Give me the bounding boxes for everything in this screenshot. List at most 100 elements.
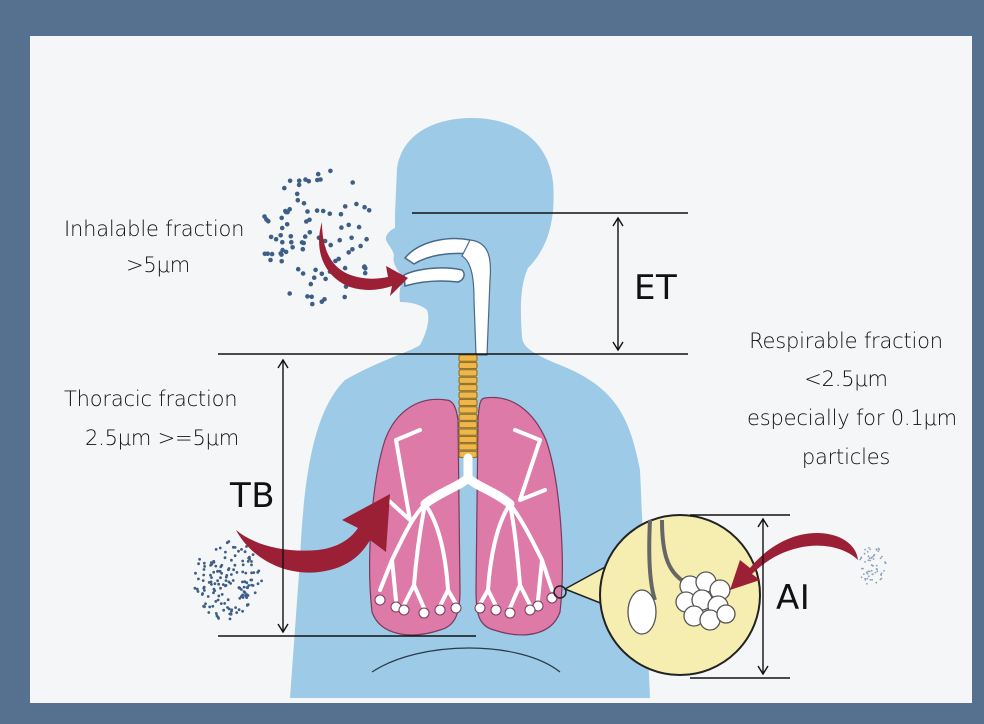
particle — [312, 275, 317, 280]
particle — [220, 572, 223, 575]
particle — [220, 602, 223, 605]
particle — [249, 579, 252, 582]
particle — [304, 219, 309, 224]
particle — [229, 582, 232, 585]
particle — [217, 599, 220, 602]
particle — [201, 593, 204, 596]
particle — [284, 250, 289, 255]
particle — [202, 579, 205, 582]
particle — [252, 584, 255, 587]
particle — [322, 297, 327, 302]
particle — [860, 557, 862, 559]
particle — [875, 572, 877, 574]
particle — [217, 617, 220, 620]
trachea-ring — [459, 385, 477, 391]
particle — [260, 580, 263, 583]
particle — [215, 612, 218, 615]
particle — [315, 178, 320, 183]
particle — [358, 244, 363, 249]
particle — [296, 198, 301, 203]
particle — [280, 240, 285, 245]
particle — [235, 611, 238, 614]
particle — [203, 589, 206, 592]
respirable-fraction-label: Respirable fraction — [749, 326, 943, 357]
particle — [226, 541, 229, 544]
particle — [203, 568, 206, 571]
particle — [873, 558, 875, 560]
particle — [229, 618, 232, 621]
particle — [219, 587, 222, 590]
particle — [301, 247, 306, 252]
particle — [242, 563, 245, 566]
particle — [876, 548, 878, 550]
region-tb-label: TB — [230, 476, 275, 516]
particle — [866, 583, 868, 585]
particle — [343, 266, 348, 271]
particle — [871, 570, 873, 572]
trachea-ring — [459, 422, 477, 428]
particle — [218, 570, 221, 573]
particle — [270, 252, 275, 257]
particle — [868, 547, 870, 549]
particle — [864, 561, 866, 563]
particle — [246, 586, 249, 589]
particle — [208, 606, 211, 609]
particle — [279, 252, 284, 257]
particle — [241, 581, 244, 584]
particle — [202, 574, 205, 577]
particle — [263, 252, 268, 257]
particle — [203, 565, 206, 568]
particle — [309, 282, 314, 287]
particle — [230, 573, 233, 576]
particle — [307, 179, 312, 184]
particle — [252, 571, 255, 574]
particle — [883, 570, 885, 572]
particle — [864, 553, 866, 555]
particle — [290, 245, 295, 250]
particle — [867, 573, 869, 575]
particle — [315, 208, 320, 213]
particle — [283, 209, 288, 214]
particle — [880, 579, 882, 581]
particle — [203, 562, 206, 565]
particle — [234, 554, 237, 557]
particle — [250, 560, 253, 563]
particle — [222, 609, 225, 612]
particle — [278, 233, 283, 238]
particle — [241, 610, 244, 613]
particle — [880, 574, 882, 576]
particle — [280, 226, 285, 231]
particle — [225, 579, 228, 582]
particle — [346, 250, 351, 255]
particle — [339, 212, 344, 217]
particle — [230, 559, 233, 562]
particle — [208, 581, 211, 584]
particle — [871, 579, 873, 581]
particle — [867, 551, 869, 553]
particle — [297, 178, 302, 183]
particle — [224, 556, 227, 559]
particle — [282, 186, 287, 191]
particle — [362, 264, 367, 269]
particle — [212, 591, 215, 594]
particle — [309, 295, 314, 300]
particle — [357, 225, 362, 230]
particle — [871, 557, 873, 559]
particle — [244, 591, 247, 594]
particle — [246, 603, 249, 606]
particle — [232, 568, 235, 571]
particle — [204, 602, 207, 605]
trachea-ring — [459, 414, 477, 420]
particle — [232, 546, 235, 549]
particle — [302, 201, 307, 206]
particle — [222, 583, 225, 586]
particle — [350, 247, 355, 252]
particle — [262, 214, 267, 219]
particle — [287, 291, 292, 296]
particle — [197, 578, 200, 581]
particle — [268, 258, 273, 263]
particle — [876, 565, 878, 567]
particle — [197, 562, 200, 565]
particle — [305, 209, 310, 214]
particle — [297, 183, 302, 188]
